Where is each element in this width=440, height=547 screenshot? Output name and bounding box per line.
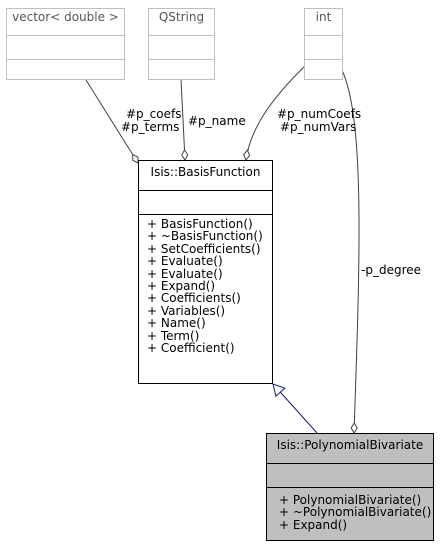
attributes-section: [305, 35, 342, 59]
method-item: + Variables(): [147, 303, 226, 318]
edge-label-p-name: #p_name: [188, 114, 246, 128]
method-item: + Coefficient(): [147, 341, 235, 356]
edge-int-to-basis: [243, 65, 306, 161]
edge-label-p-numcoefs: #p_numCoefs: [277, 107, 362, 121]
class-vector-double[interactable]: vector< double >: [6, 8, 125, 80]
method-item: + ~PolynomialBivariate(): [279, 505, 432, 520]
edge-label-p-coefs: #p_coefs: [126, 107, 182, 121]
class-name: int: [315, 10, 332, 24]
method-item: + Expand(): [279, 517, 348, 532]
class-name: vector< double >: [12, 10, 119, 24]
class-name: Isis::BasisFunction: [150, 165, 261, 179]
attributes-section: [7, 35, 124, 59]
method-item: + Coefficients(): [147, 291, 241, 306]
attributes-section: [267, 463, 433, 487]
methods-section: [149, 59, 214, 80]
methods-section: + BasisFunction() + ~BasisFunction() + S…: [139, 214, 272, 387]
class-name: Isis::PolynomialBivariate: [276, 438, 424, 452]
attributes-section: [139, 190, 272, 214]
attributes-section: [149, 35, 214, 59]
edge-label-p-terms: #p_terms: [121, 120, 180, 134]
edge-qstring-to-basis: [180, 79, 189, 161]
edge-vector-to-basis: [85, 79, 139, 164]
method-item: + SetCoefficients(): [147, 241, 261, 256]
edge-label-p-degree: -p_degree: [361, 263, 421, 277]
methods-section: [7, 59, 124, 80]
method-item: + Expand(): [147, 279, 216, 294]
methods-section: [305, 59, 342, 80]
method-item: + Name(): [147, 316, 206, 331]
edge-poly-inherits-basis: [272, 383, 318, 434]
method-item: + Term(): [147, 328, 200, 343]
methods-section: + PolynomialBivariate() + ~PolynomialBiv…: [267, 487, 433, 544]
class-int[interactable]: int: [304, 8, 343, 80]
class-qstring[interactable]: QString: [148, 8, 215, 80]
edge-label-p-numvars: #p_numVars: [280, 120, 357, 134]
class-basis-function[interactable]: Isis::BasisFunction + BasisFunction() + …: [138, 160, 273, 384]
class-polynomial-bivariate[interactable]: Isis::PolynomialBivariate + PolynomialBi…: [266, 433, 434, 541]
method-item: + Evaluate(): [147, 266, 223, 281]
class-name: QString: [158, 10, 205, 24]
method-item: + PolynomialBivariate(): [279, 493, 422, 507]
method-item: + Evaluate(): [147, 254, 223, 269]
method-item: + BasisFunction(): [147, 217, 253, 231]
method-item: + ~BasisFunction(): [147, 229, 263, 244]
edge-int-to-poly: [341, 69, 360, 434]
